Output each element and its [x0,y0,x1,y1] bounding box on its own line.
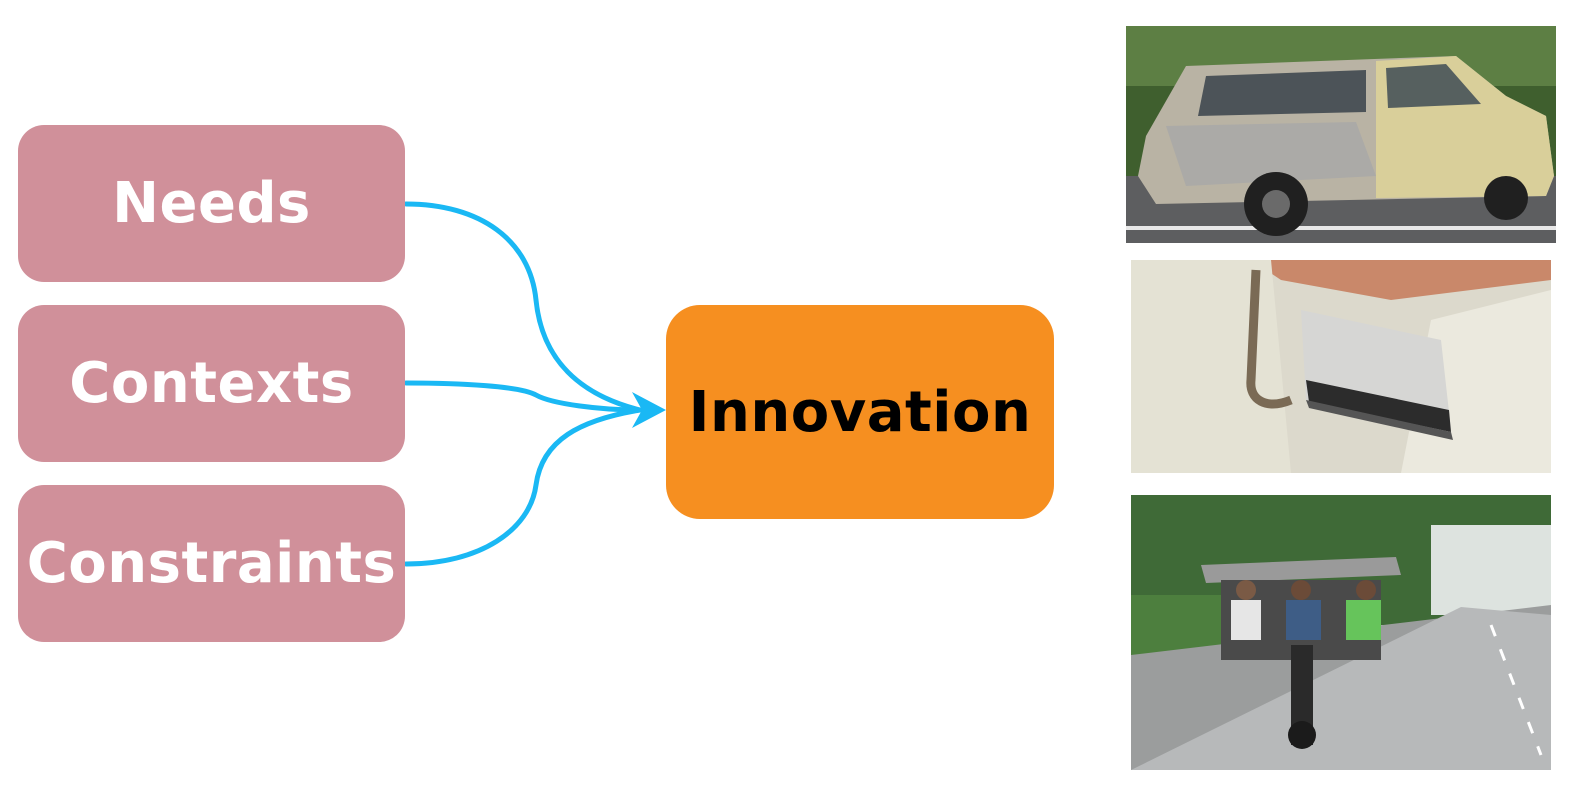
connector-lines [403,201,643,567]
constraints-label: Constraints [26,531,397,596]
needs-box: Needs [18,125,405,282]
needs-label: Needs [112,171,311,236]
duct-taped-car-photo [1126,26,1556,243]
constraints-box: Constraints [18,485,405,642]
innovation-box: Innovation [666,305,1054,519]
arrow-contexts-to-innovation [403,380,643,413]
air-conditioner-photo [1131,260,1551,473]
arrowhead [632,392,666,428]
innovation-label: Innovation [688,379,1032,445]
arrow-needs-to-innovation [403,201,643,413]
contexts-box: Contexts [18,305,405,462]
motorcycle-photo [1131,495,1551,770]
contexts-label: Contexts [69,351,354,416]
arrow-constraints-to-innovation [403,407,643,567]
